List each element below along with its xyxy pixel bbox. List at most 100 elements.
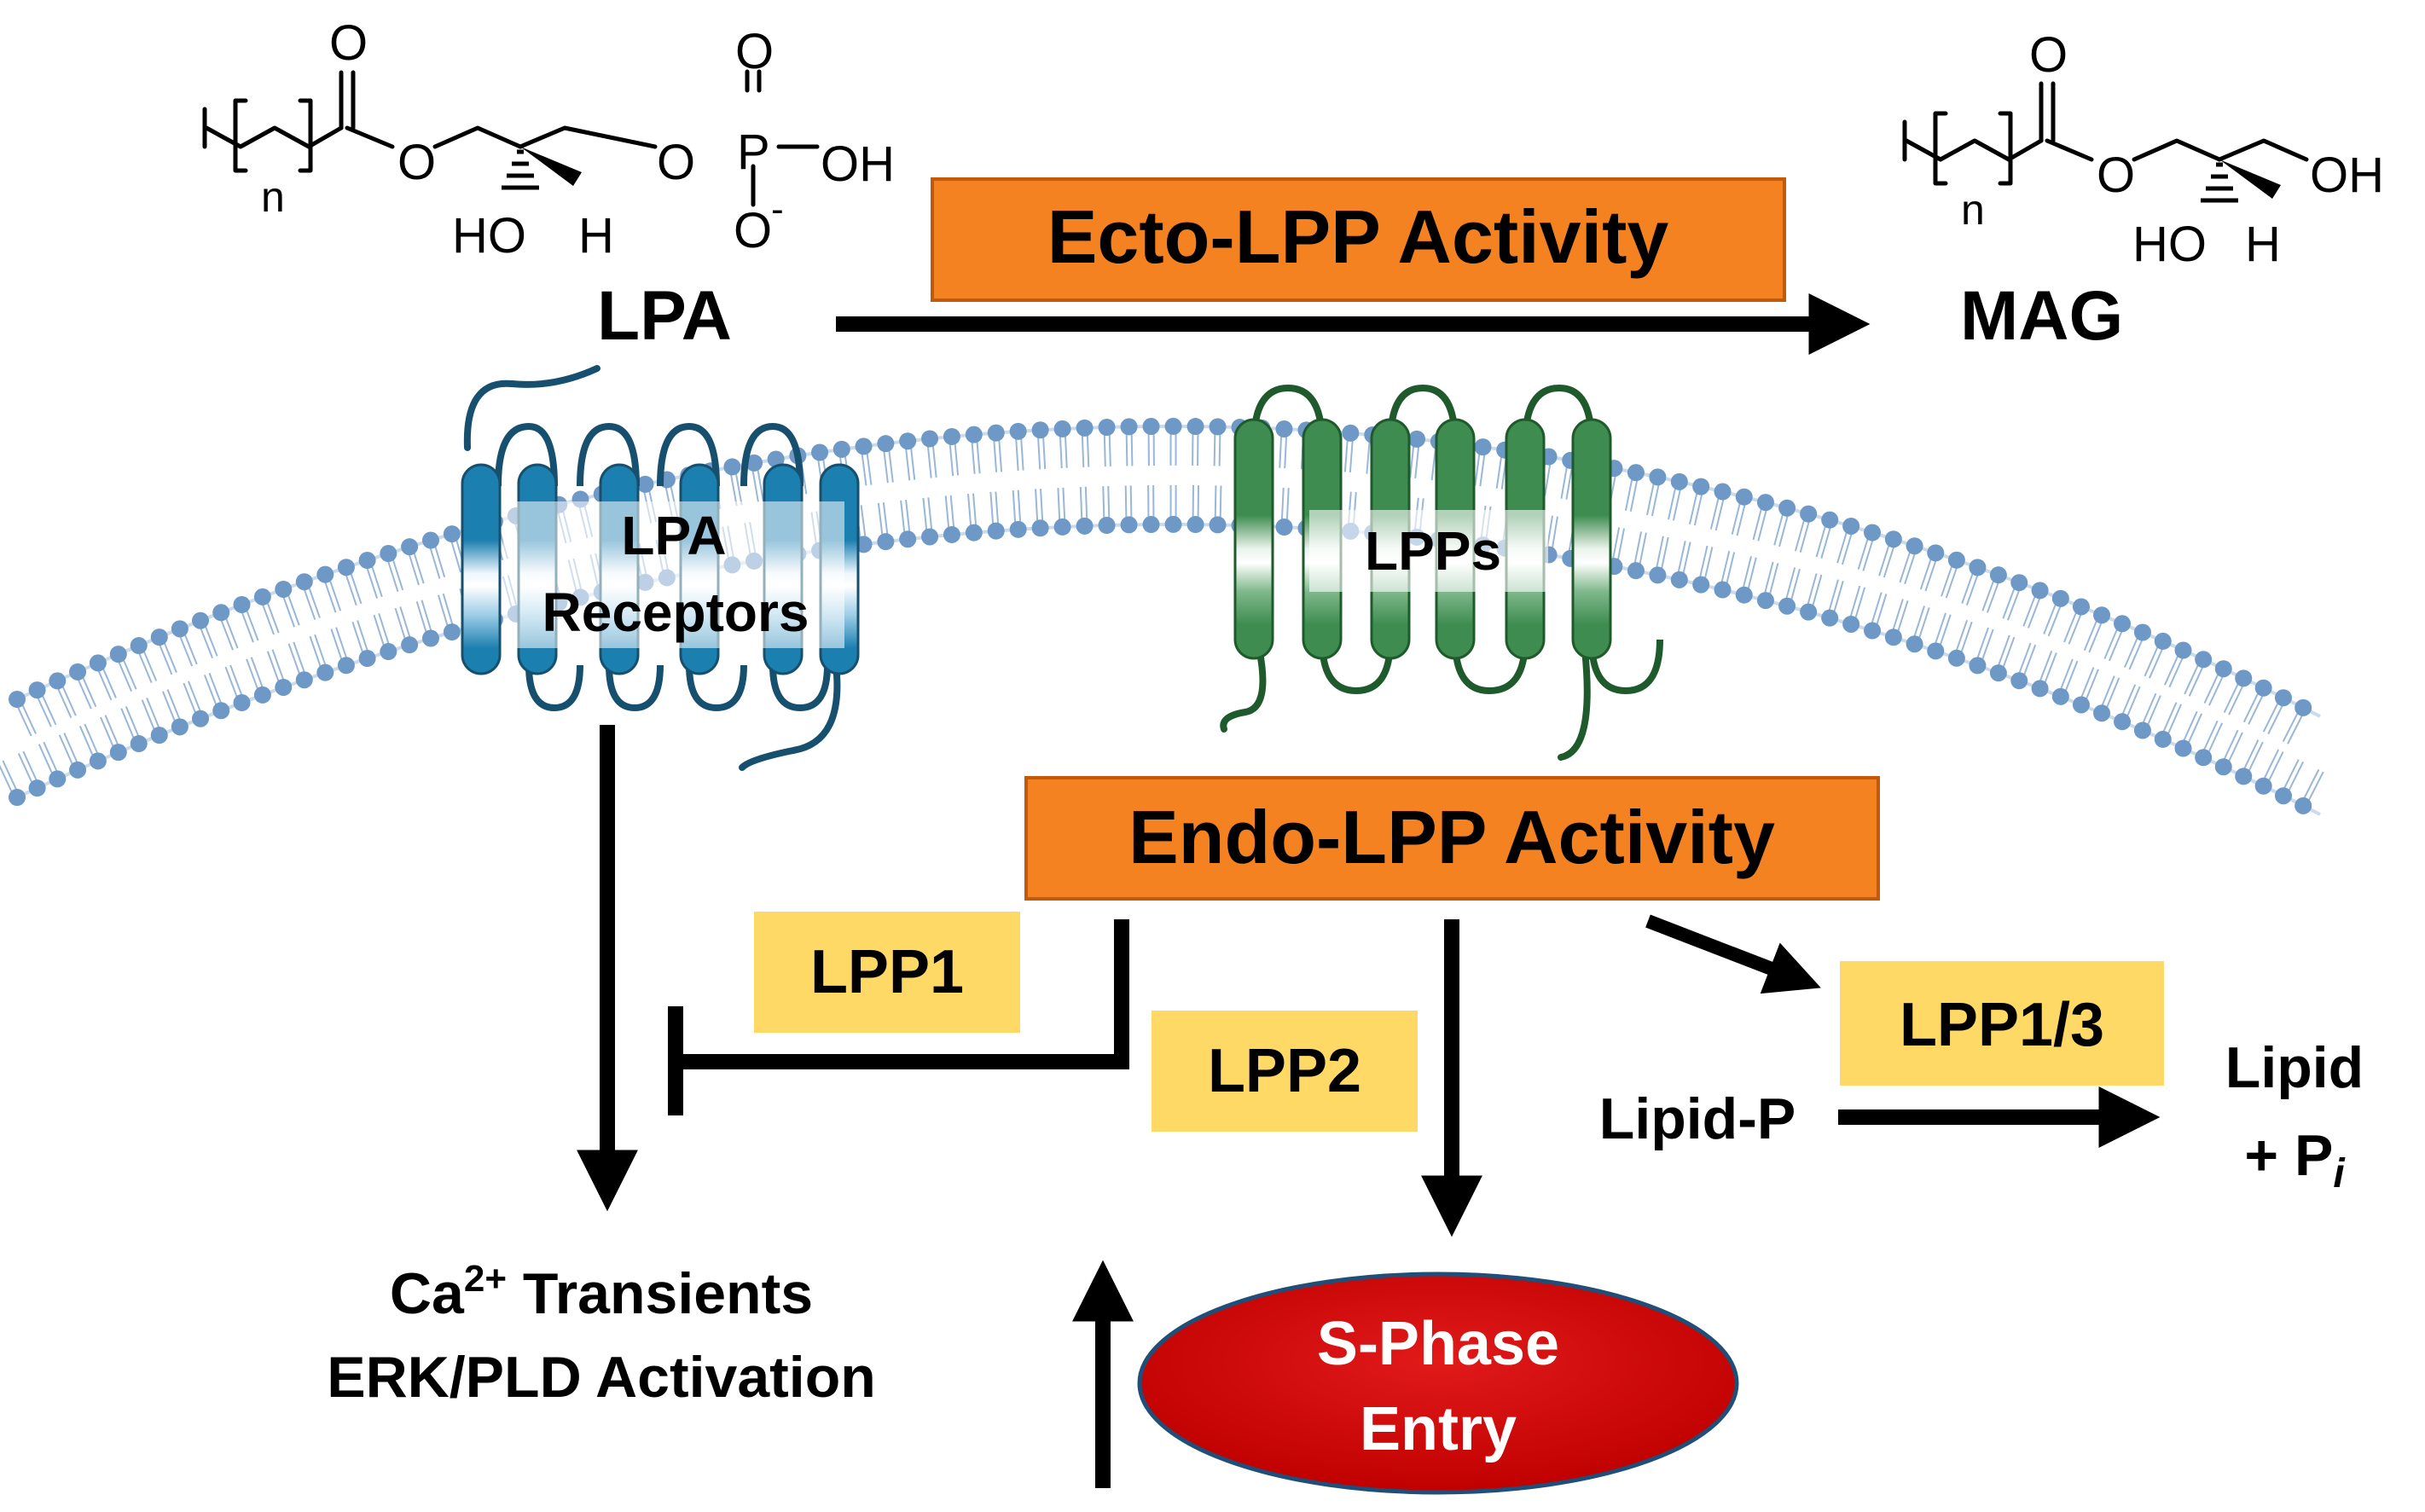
lipid-head <box>1906 537 1923 555</box>
lipid-tail <box>967 493 972 527</box>
lipid-tail <box>2223 729 2239 761</box>
lipid-head <box>1649 566 1667 584</box>
lipid-tail <box>303 588 316 620</box>
lipid-tail <box>1668 487 1677 520</box>
lipid-tail <box>1218 433 1221 466</box>
lipid-tail <box>2022 595 2036 627</box>
lipid-tail <box>971 441 976 474</box>
lipid-tail <box>888 449 894 483</box>
lipid-tail <box>163 642 177 673</box>
lipid-tail <box>1883 546 1895 578</box>
lipid-tail <box>1646 483 1655 515</box>
lipid-head <box>1186 516 1204 534</box>
lpa-phosphoryl-oxygen: O <box>735 24 774 79</box>
lipid-tail <box>434 546 446 577</box>
lipid-head <box>1142 516 1160 534</box>
receptor-helix <box>461 463 502 675</box>
lipid-tail <box>1945 566 1958 599</box>
lipid-tail <box>2149 648 2164 679</box>
lipid-head <box>1009 422 1027 440</box>
lipid-tail <box>2083 620 2098 652</box>
lipid-tail <box>1059 436 1063 469</box>
lipid-tail <box>450 541 461 573</box>
lpa-negative-charge: - <box>771 188 784 230</box>
lipid-tail <box>1629 479 1639 513</box>
lipid-head <box>1031 519 1049 537</box>
lipid-head <box>1821 511 1839 529</box>
lipid-tail <box>2027 597 2041 629</box>
lipid-tail <box>82 676 97 708</box>
lipid-tail <box>2307 771 2324 802</box>
lipid-head <box>855 536 873 553</box>
lipid-tail <box>421 600 432 632</box>
lipid-head <box>1906 635 1923 653</box>
lipid-tail <box>976 441 981 474</box>
lipid-tail <box>1280 487 1285 520</box>
lpp-n-terminus <box>1220 645 1267 733</box>
lipid-head <box>723 458 741 476</box>
lipid-tail <box>2085 669 2099 700</box>
lipid-tail <box>1939 614 1952 646</box>
lipid-head <box>1800 505 1818 523</box>
lipid-head <box>1884 530 1902 548</box>
lipid-head <box>69 663 87 681</box>
lipid-head <box>2294 698 2312 716</box>
lipid-tail <box>1726 552 1736 584</box>
lipid-head <box>212 604 230 622</box>
s-phase-ellipse <box>1137 1272 1739 1495</box>
lpp13-box <box>1840 961 2164 1086</box>
lipid-head <box>1209 516 1227 534</box>
lipid-tail <box>314 634 327 666</box>
lipid-head <box>943 525 960 543</box>
lipid-tail <box>751 470 759 502</box>
lipid-tail <box>2121 684 2137 715</box>
lipid-tail <box>2168 657 2184 688</box>
lipid-head <box>2254 777 2272 795</box>
lipid-tail <box>345 574 357 606</box>
lipid-head <box>1884 629 1902 646</box>
lpp-label-backdrop <box>1309 510 1548 592</box>
lipid-head <box>2254 679 2272 697</box>
receptor-loops <box>495 422 831 712</box>
lipid-tail <box>944 495 950 529</box>
lipid-head <box>1474 438 1492 456</box>
lipid-tail <box>1720 550 1731 583</box>
lipid-head <box>337 559 355 576</box>
lipid-tail <box>998 439 1003 472</box>
lipid-tail <box>179 635 194 667</box>
lpp-c-terminus <box>1558 646 1591 761</box>
lipid-tail <box>146 698 160 728</box>
lpp13-label: LPP1/3 <box>1900 991 2104 1059</box>
lipid-tail <box>1037 437 1041 470</box>
lipid-tail <box>1904 553 1916 585</box>
lipid-tail <box>1672 489 1682 521</box>
s-phase-line2: Entry <box>1360 1395 1517 1463</box>
lipid-tail <box>1284 436 1288 469</box>
lipid-head <box>233 596 251 614</box>
lipid-tail <box>370 565 383 598</box>
lipid-head <box>636 475 654 493</box>
lipid-head <box>1627 464 1645 482</box>
lipid-head <box>1947 649 1965 667</box>
lipid-head <box>130 637 148 655</box>
lipid-tail <box>1919 558 1932 590</box>
lipid-tail <box>1960 621 1973 653</box>
lipid-head <box>358 552 376 570</box>
lipid-tail <box>261 604 275 635</box>
lpa-wedge-bond <box>520 147 582 186</box>
lipid-tail <box>2283 759 2300 790</box>
lipid-tail <box>141 699 155 731</box>
lipid-tail <box>287 643 301 675</box>
lipid-head <box>2154 730 2172 748</box>
lipid-tail <box>1349 439 1354 473</box>
lipid-tail <box>2184 663 2200 695</box>
lipid-tail <box>1794 519 1806 552</box>
lipid-tail <box>37 697 52 727</box>
lipid-tail <box>1633 531 1643 564</box>
lipid-head <box>295 671 313 689</box>
lipid-tail <box>1108 433 1111 466</box>
lipid-tail <box>2002 636 2016 669</box>
lipid-tail <box>2183 710 2198 742</box>
lipid-head <box>9 789 26 806</box>
lipid-tail <box>2146 695 2161 726</box>
